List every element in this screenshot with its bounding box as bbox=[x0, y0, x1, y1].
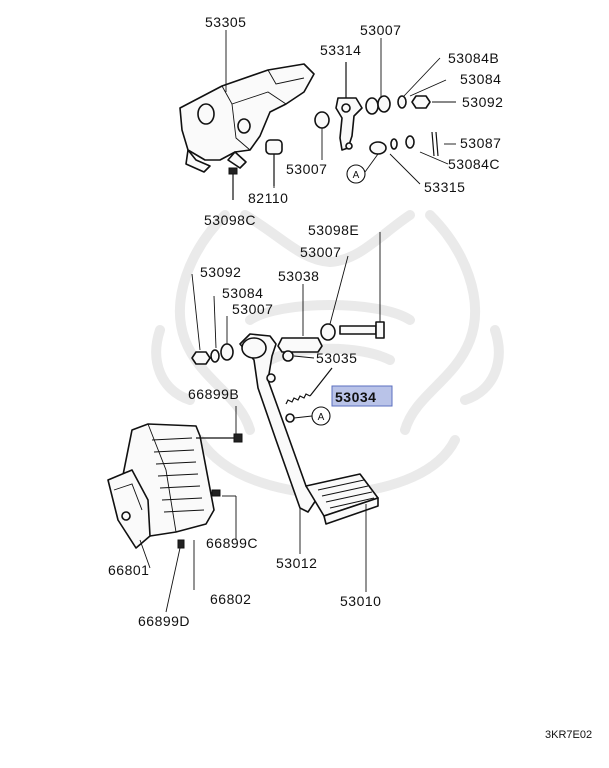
bolt-66899d bbox=[177, 539, 185, 549]
bolt-66899b bbox=[196, 433, 243, 443]
label-53092-top[interactable]: 53092 bbox=[462, 94, 503, 110]
label-53034[interactable]: 53034 bbox=[335, 389, 376, 405]
label-82110[interactable]: 82110 bbox=[248, 190, 288, 206]
nut-53092-top bbox=[411, 95, 431, 109]
label-53098e[interactable]: 53098E bbox=[308, 222, 359, 238]
watermark-emblem bbox=[151, 210, 504, 501]
stop-lamp-switch bbox=[265, 139, 283, 186]
label-53010[interactable]: 53010 bbox=[340, 593, 381, 609]
label-53038[interactable]: 53038 bbox=[278, 268, 319, 284]
label-53084c[interactable]: 53084C bbox=[448, 156, 500, 172]
bolt-53098e bbox=[339, 321, 385, 339]
nut-53092-low bbox=[191, 351, 211, 365]
label-66801[interactable]: 66801 bbox=[108, 562, 149, 578]
spring-53034 bbox=[285, 367, 333, 405]
label-66899b[interactable]: 66899B bbox=[188, 386, 239, 402]
label-53084b[interactable]: 53084B bbox=[448, 50, 499, 66]
reference-callout-low: A bbox=[293, 406, 331, 426]
label-66802[interactable]: 66802 bbox=[210, 591, 251, 607]
accelerator-housing bbox=[107, 423, 215, 549]
washer-53084b bbox=[397, 95, 407, 109]
label-53007-low[interactable]: 53007 bbox=[300, 244, 341, 260]
bolt-53098c bbox=[228, 167, 238, 200]
label-53314[interactable]: 53314 bbox=[320, 42, 361, 58]
reference-a-low: A bbox=[318, 412, 325, 423]
washer-53084-low bbox=[210, 349, 220, 363]
bushing-53007-low bbox=[320, 323, 336, 341]
label-53035[interactable]: 53035 bbox=[316, 350, 357, 366]
label-53087[interactable]: 53087 bbox=[460, 135, 501, 151]
leader-lines bbox=[139, 30, 456, 613]
bushing-53007-left bbox=[220, 343, 234, 361]
label-53007-top[interactable]: 53007 bbox=[360, 22, 401, 38]
label-53315[interactable]: 53315 bbox=[424, 179, 465, 195]
diagram-code: 3KR7E02 bbox=[545, 729, 592, 741]
bushing-53007-top bbox=[365, 95, 391, 115]
label-53007-left[interactable]: 53007 bbox=[232, 301, 273, 317]
pin-53087 bbox=[431, 131, 439, 157]
reference-a-top: A bbox=[353, 170, 360, 181]
joint-53315 bbox=[369, 135, 415, 155]
label-66899d[interactable]: 66899D bbox=[138, 613, 190, 629]
part-labels: 53305 53007 53314 53084B 53084 53092 530… bbox=[108, 14, 503, 629]
label-53084-low[interactable]: 53084 bbox=[222, 285, 263, 301]
pedal-support-bracket bbox=[179, 63, 315, 173]
shaft-53038 bbox=[277, 337, 323, 353]
brake-pedal-arm bbox=[239, 333, 317, 513]
label-53007-mid[interactable]: 53007 bbox=[286, 161, 327, 177]
reference-callout-top: A bbox=[346, 153, 379, 184]
label-53305[interactable]: 53305 bbox=[205, 14, 246, 30]
label-53098c[interactable]: 53098C bbox=[204, 212, 256, 228]
bushing-53007-mid bbox=[314, 111, 330, 129]
label-53012[interactable]: 53012 bbox=[276, 555, 317, 571]
pedal-pad bbox=[305, 473, 379, 525]
label-53084-top[interactable]: 53084 bbox=[460, 71, 501, 87]
bolt-66899c bbox=[211, 489, 221, 497]
stopper-53035 bbox=[282, 350, 294, 362]
label-53092-low[interactable]: 53092 bbox=[200, 264, 241, 280]
label-66899c[interactable]: 66899C bbox=[206, 535, 258, 551]
linkage-53314 bbox=[335, 62, 363, 151]
highlight-53034 bbox=[331, 385, 393, 407]
